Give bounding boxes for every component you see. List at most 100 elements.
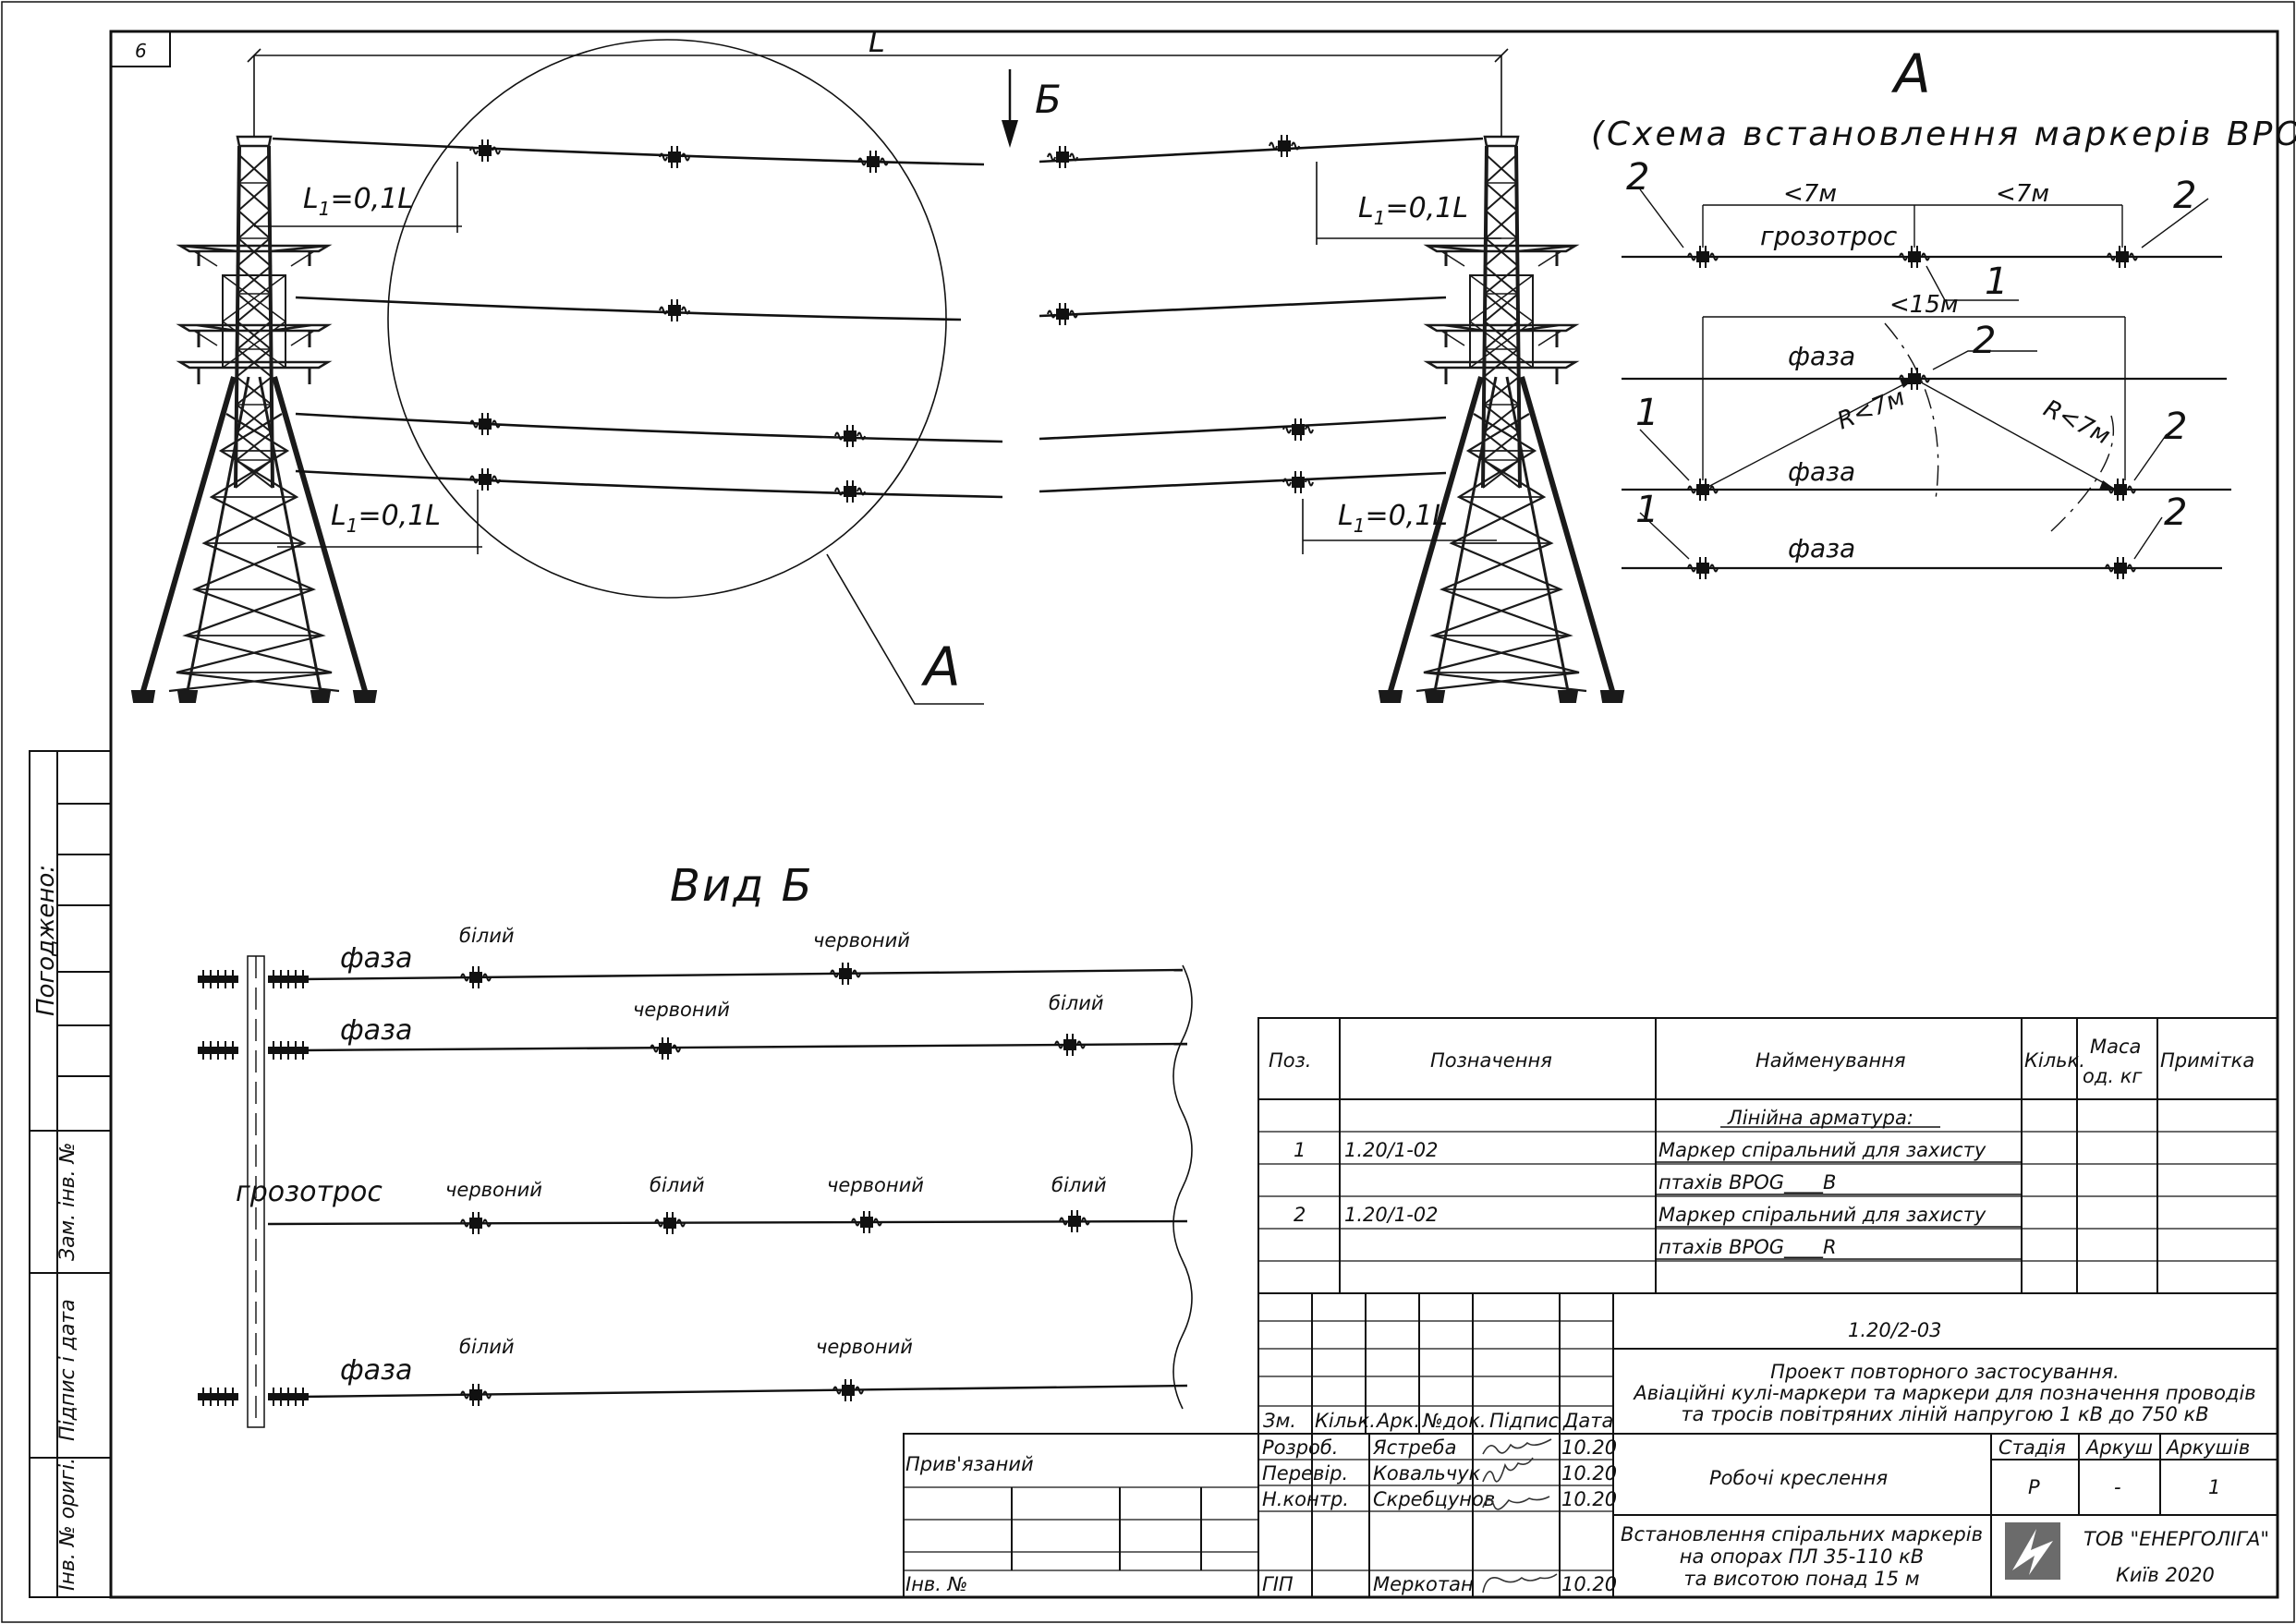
detail-marker: [1687, 478, 1719, 502]
span-marker: [834, 424, 866, 448]
color-label-red: червоний: [445, 1179, 542, 1201]
position-number: 2: [2164, 491, 2187, 534]
company-name: ТОВ "ЕНЕРГОЛІГА": [2083, 1528, 2269, 1550]
view-b-marker-red: [830, 962, 861, 986]
l1-label-left-top: L1=0,1L: [303, 183, 413, 220]
detail-marker: [1687, 556, 1719, 580]
detail-dist-7m-left: <7м: [1783, 180, 1837, 208]
spec-row-designation: 1.20/1-02: [1344, 1139, 1439, 1161]
sheet-number: 6: [135, 40, 147, 62]
svg-text:L1=0,1L: L1=0,1L: [303, 183, 413, 220]
detail-a-dims: [1702, 204, 2126, 532]
l1-dimension-lines: [254, 162, 1501, 554]
color-label-white: білий: [650, 1174, 705, 1196]
spec-header-designation: Позначення: [1430, 1049, 1552, 1072]
col-header-qty: Кільк.: [1315, 1410, 1376, 1432]
detail-phase-label-1: фаза: [1788, 341, 1855, 371]
drawing-title-3: та висотою понад 15 м: [1683, 1568, 1919, 1590]
position-number: 2: [1626, 156, 1649, 199]
spec-row-pos: 2: [1294, 1204, 1306, 1226]
view-b-marker-red: [851, 1210, 882, 1234]
spec-row-pos: 1: [1294, 1139, 1306, 1161]
stage-header: Стадія: [1998, 1436, 2066, 1459]
view-b-groundwire-label: грозотрос: [236, 1176, 383, 1208]
spec-row-designation: 1.20/1-02: [1344, 1204, 1439, 1226]
span-marker: [469, 467, 501, 491]
position-leaders: [1639, 188, 2209, 560]
spec-header-name: Найменування: [1755, 1049, 1906, 1072]
position-number: 2: [2164, 406, 2187, 448]
spec-header-note: Примітка: [2160, 1049, 2254, 1072]
detail-radius-label-1: R<7м: [1833, 383, 1909, 435]
spec-row-name: Маркер спіральний для захисту: [1658, 1139, 1986, 1161]
span-marker: [469, 139, 501, 163]
person-name: Ястреба: [1372, 1436, 1456, 1459]
detail-a-callout-circle: [387, 39, 947, 599]
span-marker: [834, 479, 866, 503]
detail-a-leader: [826, 553, 984, 705]
view-b-marker-red: [460, 1211, 492, 1235]
position-number: 2: [2173, 175, 2196, 217]
spec-header-qty: Кільк.: [2024, 1049, 2085, 1072]
col-header-sheet: Арк.: [1375, 1410, 1420, 1432]
spec-header-mass-2: од. кг: [2083, 1065, 2143, 1087]
person-date: 10.20: [1561, 1488, 1617, 1510]
detail-a-subtitle: (Схема встановлення маркерів BPOG): [1591, 115, 2296, 153]
position-number: 2: [1973, 320, 1996, 362]
spec-table: [1257, 1017, 2278, 1294]
person-role: Н.контр.: [1262, 1488, 1349, 1510]
work-drawings-label: Робочі креслення: [1709, 1467, 1888, 1489]
view-b-insulator: [197, 969, 239, 989]
inventory-no-label: Інв. №: [905, 1573, 968, 1595]
view-b-break-line: [1172, 964, 1193, 1410]
view-b-arrow-label: Б: [1035, 77, 1062, 122]
detail-radius-label-2: R<7м: [2039, 394, 2114, 450]
position-number: 1: [1635, 392, 1658, 434]
detail-a-title: А: [1890, 42, 1931, 105]
city-year: Київ 2020: [2116, 1564, 2215, 1586]
sheet-value: -: [2114, 1476, 2121, 1498]
span-marker: [659, 145, 690, 169]
project-line-1: Проект повторного застосування.: [1770, 1361, 2120, 1383]
col-header-date: Дата: [1562, 1410, 1613, 1432]
view-b-lines: [267, 968, 1188, 1399]
span-dimension: [247, 48, 1509, 137]
l1-label-right-bottom: L1=0,1L: [1338, 500, 1448, 537]
detail-groundwire-label: грозотрос: [1760, 221, 1898, 251]
right-span-conductors: [1039, 137, 1484, 493]
sheets-header: Аркушів: [2165, 1436, 2250, 1459]
detail-dist-7m-right: <7м: [1996, 180, 2049, 208]
view-b-insulator: [267, 1387, 310, 1407]
view-b-phase-label: фаза: [340, 1354, 412, 1387]
person-name: Скребцунов: [1373, 1488, 1495, 1510]
color-label-red: червоний: [827, 1174, 924, 1196]
person-name: Ковальчук: [1373, 1462, 1481, 1485]
spec-header-pos: Поз.: [1269, 1049, 1311, 1072]
view-b-phase-label: фаза: [340, 1014, 412, 1047]
view-b-title: Вид Б: [670, 860, 814, 912]
col-header-change: Зм.: [1263, 1410, 1296, 1432]
color-label-white: білий: [1051, 1174, 1107, 1196]
drawing-title-1: Встановлення спіральних маркерів: [1621, 1523, 1983, 1545]
svg-text:L1=0,1L: L1=0,1L: [331, 500, 441, 537]
color-label-red: червоний: [816, 1336, 913, 1358]
left-approval-strip: [29, 750, 112, 1598]
view-b-marker-red: [832, 1378, 864, 1402]
view-b-phase-label: фаза: [340, 942, 412, 975]
span-marker: [857, 150, 889, 174]
svg-text:L1=0,1L: L1=0,1L: [1358, 192, 1468, 229]
linked-label: Прив'язаний: [905, 1453, 1034, 1475]
person-role: ГІП: [1262, 1573, 1294, 1595]
detail-marker: [1899, 245, 1930, 269]
person-date: 10.20: [1561, 1436, 1617, 1459]
view-b-insulator: [267, 1040, 310, 1060]
person-role: Перевір.: [1262, 1462, 1348, 1485]
span-marker: [1282, 418, 1314, 442]
detail-phase-label-3: фаза: [1788, 533, 1855, 564]
col-header-signature: Підпис: [1489, 1410, 1560, 1432]
drawing-title-2: на опорах ПЛ 35-110 кВ: [1680, 1545, 1924, 1568]
view-b-insulator: [197, 1387, 239, 1407]
left-tower: [132, 137, 376, 702]
person-name: Меркотан: [1373, 1573, 1474, 1595]
